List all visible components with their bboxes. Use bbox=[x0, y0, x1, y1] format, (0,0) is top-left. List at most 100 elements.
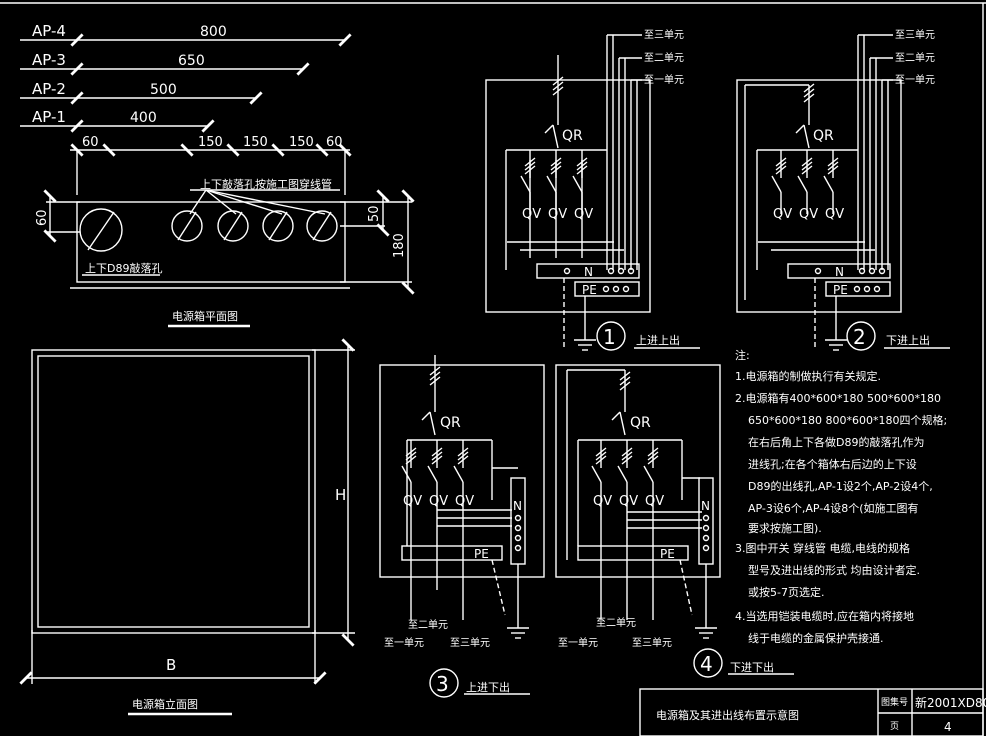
title-block-atlas-value: 新2001XD80 bbox=[915, 695, 986, 710]
d3-qr: QR bbox=[440, 415, 461, 431]
diagram-3: QR QV QV QV N PE 至二单元 至一单元 至三单元 3 上进下出 bbox=[379, 355, 545, 698]
d1-label: 上进上出 bbox=[636, 333, 680, 347]
seg-dim-5: 60 bbox=[326, 135, 343, 150]
knockout-hole-d89 bbox=[79, 208, 123, 252]
note-line-10: 型号及进出线的形式 均由设计者定. bbox=[748, 563, 920, 577]
d4-qv-3: QV bbox=[645, 494, 664, 509]
elevation-title: 电源箱立面图 bbox=[132, 697, 198, 711]
d4-to-unit-2: 至二单元 bbox=[596, 617, 636, 629]
title-block: 电源箱及其进出线布置示意图 图集号 新2001XD80 页 4 bbox=[639, 688, 986, 736]
ap-dim-500: 500 bbox=[150, 82, 177, 98]
note-line-1: 1.电源箱的制做执行有关规定. bbox=[735, 369, 881, 383]
d2-qr: QR bbox=[813, 128, 834, 144]
note-line-2: 2.电源箱有400*600*180 500*600*180 bbox=[735, 391, 941, 405]
d3-to-unit-1: 至一单元 bbox=[384, 637, 424, 649]
d3-qv-2: QV bbox=[429, 494, 448, 509]
outlet-hole-3 bbox=[262, 210, 294, 242]
title-block-page-label: 页 bbox=[890, 721, 899, 732]
d4-to-unit-3: 至三单元 bbox=[632, 637, 672, 649]
plan-dim-left-60: 60 bbox=[35, 209, 50, 226]
d4-qr: QR bbox=[630, 415, 651, 431]
elevation-box-inner bbox=[37, 355, 310, 628]
plan-dim-right-50: 50 bbox=[367, 205, 382, 222]
outlet-hole-4 bbox=[306, 210, 338, 242]
notes-heading: 注: bbox=[735, 348, 750, 362]
plan-title: 电源箱平面图 bbox=[172, 309, 238, 323]
note-line-13: 线于电缆的金属保护壳接通. bbox=[748, 631, 884, 645]
title-block-title: 电源箱及其进出线布置示意图 bbox=[656, 708, 799, 722]
note-line-5: 进线孔;在各个箱体右后边的上下设 bbox=[748, 457, 917, 471]
d1-n: N bbox=[584, 265, 593, 279]
ap-label-4: AP-4 bbox=[32, 22, 66, 40]
d4-number: 4 bbox=[700, 652, 713, 676]
d2-to-unit-3: 至三单元 bbox=[895, 29, 935, 41]
diagram-4: QR QV QV QV N PE 至二单元 至一单元 至三单元 4 下进下出 bbox=[555, 364, 794, 678]
note-line-11: 或按5-7页选定. bbox=[748, 585, 824, 599]
d2-n: N bbox=[835, 265, 844, 279]
d3-number: 3 bbox=[436, 672, 449, 696]
d1-qv-3: QV bbox=[574, 207, 593, 222]
plan-dim-right-180: 180 bbox=[392, 233, 407, 258]
d1-qr: QR bbox=[562, 128, 583, 144]
note-line-7: AP-3设6个,AP-4设8个(如施工图有 bbox=[748, 501, 919, 515]
d1-pe: PE bbox=[582, 283, 597, 297]
ap-dim-800: 800 bbox=[200, 24, 227, 40]
d1-to-unit-1: 至一单元 bbox=[644, 74, 684, 86]
note-line-6: D89的出线孔,AP-1设2个,AP-2设4个, bbox=[748, 479, 933, 493]
d3-qv-1: QV bbox=[403, 494, 422, 509]
d1-to-unit-3: 至三单元 bbox=[644, 29, 684, 41]
plan-note-hole: 上下D89敲落孔 bbox=[85, 261, 162, 275]
d2-to-unit-1: 至一单元 bbox=[895, 74, 935, 86]
plan-box bbox=[76, 201, 346, 283]
elevation-h-label: H bbox=[335, 486, 346, 504]
d3-pe: PE bbox=[474, 547, 489, 561]
note-line-9: 3.图中开关 穿线管 电缆,电线的规格 bbox=[735, 541, 910, 555]
seg-dim-1: 60 bbox=[82, 135, 99, 150]
d3-n: N bbox=[513, 499, 522, 513]
d2-pe: PE bbox=[833, 283, 848, 297]
seg-dim-3: 150 bbox=[243, 135, 268, 150]
d4-label: 下进下出 bbox=[730, 660, 774, 674]
d2-qv-2: QV bbox=[799, 207, 818, 222]
ap-dim-400: 400 bbox=[130, 110, 157, 126]
ap-label-1: AP-1 bbox=[32, 108, 66, 126]
ap-label-2: AP-2 bbox=[32, 80, 66, 98]
d2-qv-3: QV bbox=[825, 207, 844, 222]
elevation-view: H B 电源箱立面图 bbox=[19, 338, 355, 716]
d1-qv-2: QV bbox=[548, 207, 567, 222]
d2-to-unit-2: 至二单元 bbox=[895, 52, 935, 64]
elevation-b-label: B bbox=[166, 656, 176, 674]
d2-qv-1: QV bbox=[773, 207, 792, 222]
d3-qv-3: QV bbox=[455, 494, 474, 509]
outlet-hole-1 bbox=[171, 210, 203, 242]
d1-number: 1 bbox=[603, 325, 616, 349]
d4-to-unit-1: 至一单元 bbox=[558, 637, 598, 649]
d4-qv-1: QV bbox=[593, 494, 612, 509]
d4-pe: PE bbox=[660, 547, 675, 561]
plan-note-top: 上下敲落孔按施工图穿线管 bbox=[200, 177, 332, 191]
elevation-box-outer bbox=[31, 349, 316, 634]
diagram-2: QR QV QV QV 至三单元 至二单元 至一单元 N PE 2 下进上出 bbox=[736, 29, 950, 351]
ap-dim-650: 650 bbox=[178, 53, 205, 69]
diagram-1: QR QV QV QV 至三单元 至二单元 至一单元 N PE 1 上进上出 bbox=[485, 29, 700, 351]
notes-block: 注: 1.电源箱的制做执行有关规定. 2.电源箱有400*600*180 500… bbox=[735, 348, 947, 645]
title-block-page-value: 4 bbox=[944, 720, 952, 734]
d3-label: 上进下出 bbox=[466, 680, 510, 694]
ap-label-3: AP-3 bbox=[32, 51, 66, 69]
note-line-8: 要求按施工图). bbox=[748, 521, 822, 535]
title-block-atlas-label: 图集号 bbox=[881, 696, 908, 708]
d3-to-unit-2: 至二单元 bbox=[408, 619, 448, 631]
d4-n: N bbox=[701, 499, 710, 513]
note-line-12: 4.当选用铠装电缆时,应在箱内将接地 bbox=[735, 609, 914, 623]
d3-to-unit-3: 至三单元 bbox=[450, 637, 490, 649]
seg-dim-4: 150 bbox=[289, 135, 314, 150]
d2-label: 下进上出 bbox=[886, 333, 930, 347]
note-line-3: 650*600*180 800*600*180四个规格; bbox=[748, 413, 947, 427]
d1-to-unit-2: 至二单元 bbox=[644, 52, 684, 64]
seg-dim-2: 150 bbox=[198, 135, 223, 150]
d1-qv-1: QV bbox=[522, 207, 541, 222]
plan-view: AP-4 AP-3 AP-2 AP-1 800 650 500 400 60 1… bbox=[20, 22, 415, 328]
d4-qv-2: QV bbox=[619, 494, 638, 509]
note-line-4: 在右后角上下各做D89的敲落孔作为 bbox=[748, 435, 924, 449]
